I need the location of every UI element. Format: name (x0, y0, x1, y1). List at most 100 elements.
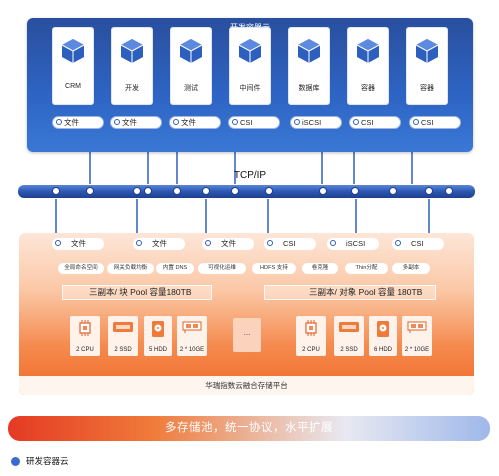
port-dot-icon (267, 240, 273, 246)
app-card: CRM (52, 27, 94, 105)
feature-pill: Thin分配 (345, 263, 388, 274)
app-label: 容器 (361, 85, 375, 92)
port-dot-icon (395, 240, 401, 246)
network-card-icon (407, 321, 427, 333)
port-dot-icon (55, 240, 61, 246)
feature-pill: HDFS 支持 (252, 263, 296, 274)
app-card: 测试 (170, 27, 212, 105)
app-label: CRM (65, 83, 81, 90)
app-protocol-pill: iSCSI (290, 116, 342, 129)
feature-pill: 网关负载均衡 (107, 263, 154, 274)
bus-port-dot (173, 187, 181, 195)
feature-pill: 全局命名空间 (58, 263, 104, 274)
ssd-icon (339, 322, 359, 332)
app-label: 容器 (420, 85, 434, 92)
app-card: 开发 (111, 27, 153, 105)
hw-ssd-box: 2 SSD (108, 316, 138, 356)
protocol-label: iSCSI (302, 118, 322, 127)
block-pool-bar: 三副本/ 块 Pool 容量180TB (62, 285, 212, 300)
slogan-banner: 多存储池，统一协议，水平扩展 (8, 416, 490, 441)
app-protocol-pill: 文件 (169, 116, 221, 129)
bus-port-dot (425, 187, 433, 195)
storage-platform-panel (19, 233, 474, 395)
protocol-label: 文件 (64, 118, 79, 127)
bus-port-dot (133, 187, 141, 195)
platform-footer: 华瑞指数云融合存储平台 (19, 376, 474, 395)
port-dot-icon (205, 240, 211, 246)
port-dot-icon (114, 119, 120, 125)
feature-pill: 多副本 (392, 263, 430, 274)
protocol-label: CSI (421, 118, 434, 127)
object-pool-bar: 三副本/ 对象 Pool 容量 180TB (264, 285, 436, 300)
protocol-label: CSI (283, 239, 296, 248)
slogan-text: 多存储池，统一协议，水平扩展 (165, 422, 333, 434)
protocol-label: iSCSI (346, 239, 366, 248)
legend-label: 研发容器云 (26, 456, 69, 466)
app-label: 开发 (125, 85, 139, 92)
protocol-label: 文件 (152, 239, 167, 248)
app-card: 容器 (406, 27, 448, 105)
ellipsis-label: ... (243, 328, 251, 337)
more-nodes-placeholder: ... (233, 318, 261, 352)
platform-name: 华瑞指数云融合存储平台 (205, 381, 288, 390)
container-cube-icon (120, 39, 144, 63)
hdd-icon (377, 321, 389, 337)
hw-cpu-box: 2 CPU (296, 316, 326, 356)
container-cube-icon (238, 39, 262, 63)
app-label: 中间件 (239, 85, 261, 92)
app-card: 中间件 (229, 27, 271, 105)
container-cube-icon (415, 39, 439, 63)
storage-protocol-pill: iSCSI (327, 238, 379, 250)
hw-ssd-label: 2 SSD (114, 347, 132, 353)
port-dot-icon (330, 240, 336, 246)
hw-hdd-box: 5 HDD (144, 316, 172, 356)
hw-ssd-box: 2 SSD (334, 316, 364, 356)
hw-nic-label: 2 * 10GE (179, 347, 205, 353)
cpu-icon (305, 320, 317, 336)
container-cube-icon (61, 39, 85, 63)
port-dot-icon (232, 119, 238, 125)
protocol-label: CSI (411, 239, 424, 248)
protocol-label: 文件 (181, 118, 196, 127)
app-label: 测试 (184, 85, 198, 92)
tcp-ip-bus (18, 185, 475, 198)
bus-port-dot (389, 187, 397, 195)
protocol-label: CSI (361, 118, 374, 127)
bus-port-dot (231, 187, 239, 195)
hw-nic-box: 2 * 10GE (177, 316, 207, 356)
protocol-label: 文件 (71, 239, 86, 248)
container-cube-icon (356, 39, 380, 63)
bus-port-dot (144, 187, 152, 195)
bus-port-dot (86, 187, 94, 195)
storage-protocol-pill: 文件 (202, 238, 254, 250)
app-protocol-pill: 文件 (52, 116, 104, 129)
hw-cpu-box: 2 CPU (70, 316, 100, 356)
bus-port-dot (265, 187, 273, 195)
protocol-label: 文件 (221, 239, 236, 248)
storage-protocol-pill: 文件 (133, 238, 185, 250)
storage-protocol-pill: CSI (392, 238, 444, 250)
network-label: TCP/IP (233, 170, 267, 181)
feature-pill: 可视化运维 (198, 263, 246, 274)
protocol-label: 文件 (122, 118, 137, 127)
feature-pill: 内置 DNS (156, 263, 194, 274)
app-card: 容器 (347, 27, 389, 105)
port-dot-icon (136, 240, 142, 246)
feature-pill: 卷克隆 (302, 263, 338, 274)
hw-hdd-box: 6 HDD (369, 316, 397, 356)
app-protocol-pill: 文件 (110, 116, 162, 129)
port-dot-icon (353, 119, 359, 125)
ssd-icon (113, 322, 133, 332)
bus-port-dot (445, 187, 453, 195)
network-card-icon (182, 321, 202, 333)
app-label: 数据库 (298, 85, 320, 92)
legend-dot (11, 457, 20, 466)
bus-port-dot (52, 187, 60, 195)
block-pool-label: 三副本/ 块 Pool 容量180TB (89, 287, 192, 297)
container-cube-icon (297, 39, 321, 63)
storage-protocol-pill: CSI (264, 238, 316, 250)
port-dot-icon (294, 119, 300, 125)
container-cube-icon (179, 39, 203, 63)
object-pool-label: 三副本/ 对象 Pool 容量 180TB (309, 287, 423, 297)
hw-nic-box: 2 * 10GE (402, 316, 432, 356)
